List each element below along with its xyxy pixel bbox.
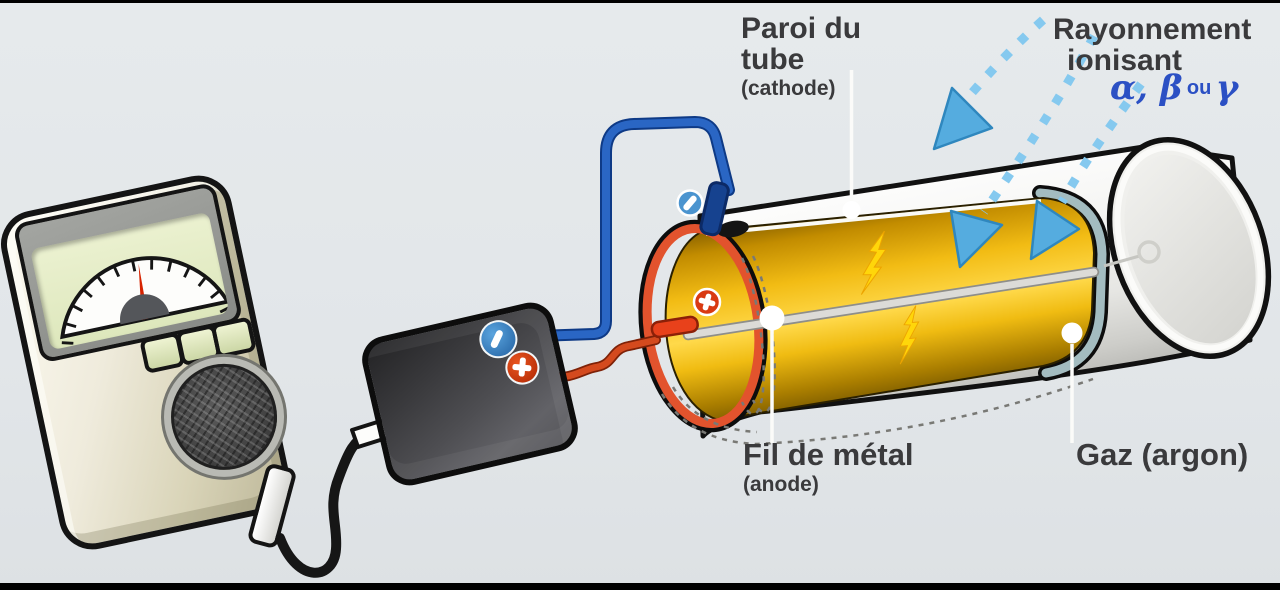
label-tube-wall-line2: tube <box>741 43 805 77</box>
tube-wall-anchor-dot <box>842 201 861 219</box>
radiation-arrowhead-icon <box>932 86 994 151</box>
analog-dial <box>60 256 230 345</box>
label-gas: Gaz (argon) <box>1076 437 1249 472</box>
cathode-blue-wire <box>530 116 749 342</box>
radiation-arrow-trail <box>980 33 1098 215</box>
label-gas-line1: Gaz (argon) <box>1076 437 1249 472</box>
label-radiation-line1: Rayonnement <box>1053 13 1252 46</box>
casing-face-highlight <box>1114 144 1264 352</box>
anode-wire-line <box>682 266 1100 341</box>
label-tube-wall: Paroi du tube (cathode) <box>741 13 861 100</box>
cathode-socket-hole <box>717 220 749 238</box>
label-anode-wire-sub: (anode) <box>743 473 819 497</box>
radiation-arrows <box>932 16 1145 269</box>
radiation-arrow-trail <box>960 16 1047 105</box>
radiation-arrowhead-icon <box>949 209 1004 269</box>
meter-display-bezel <box>12 181 244 364</box>
gas-anchor-dot <box>1061 322 1083 344</box>
radiation-arrowhead-icon <box>1029 199 1081 261</box>
cathode-plug <box>699 181 730 237</box>
radiation-arrow-trail <box>1058 81 1145 205</box>
polarity-badges <box>676 189 722 317</box>
dial-face <box>60 256 230 340</box>
hidden-edge-dashes <box>660 255 1094 446</box>
top-frame-bar <box>0 0 1280 3</box>
particles-ou: ou <box>1186 77 1212 99</box>
bottom-frame-bar <box>0 583 1280 590</box>
label-tube-wall-line1: Paroi du <box>741 12 862 45</box>
lightning-bolt-icon <box>860 230 887 295</box>
label-tube-wall-sub: (cathode) <box>741 77 836 101</box>
particles-alpha-beta: α, β <box>1110 68 1183 108</box>
casing-anchor-ring <box>1137 240 1161 264</box>
geiger-meter-device <box>0 169 298 556</box>
label-anode-wire-line1: Fil de métal <box>743 437 914 472</box>
gas-top-highlight <box>705 199 1042 236</box>
minus-icon <box>489 328 505 350</box>
casing-end-face <box>1124 154 1256 344</box>
label-anode-wire: Fil de métal (anode) <box>743 437 914 497</box>
leader-lines <box>759 70 1161 443</box>
label-radiation-line2: ionisant <box>1067 44 1183 78</box>
particles-gamma: γ <box>1215 68 1239 108</box>
minus-badge-icon <box>676 189 704 217</box>
anode-connector <box>650 315 699 339</box>
dial-hub <box>120 294 170 325</box>
lightning-bolt-icon <box>899 305 920 365</box>
plus-badge-icon <box>692 287 722 317</box>
label-radiation: Rayonnement ionisant <box>1053 13 1252 78</box>
cathode-wall-rim <box>1032 185 1111 381</box>
anode-anchor-dot <box>759 305 785 331</box>
ionization-sparks <box>860 230 920 365</box>
meter-screen <box>29 211 230 351</box>
label-radiation-particles: α, β ou γ <box>1110 68 1238 108</box>
meter-battery-cable <box>275 417 395 578</box>
